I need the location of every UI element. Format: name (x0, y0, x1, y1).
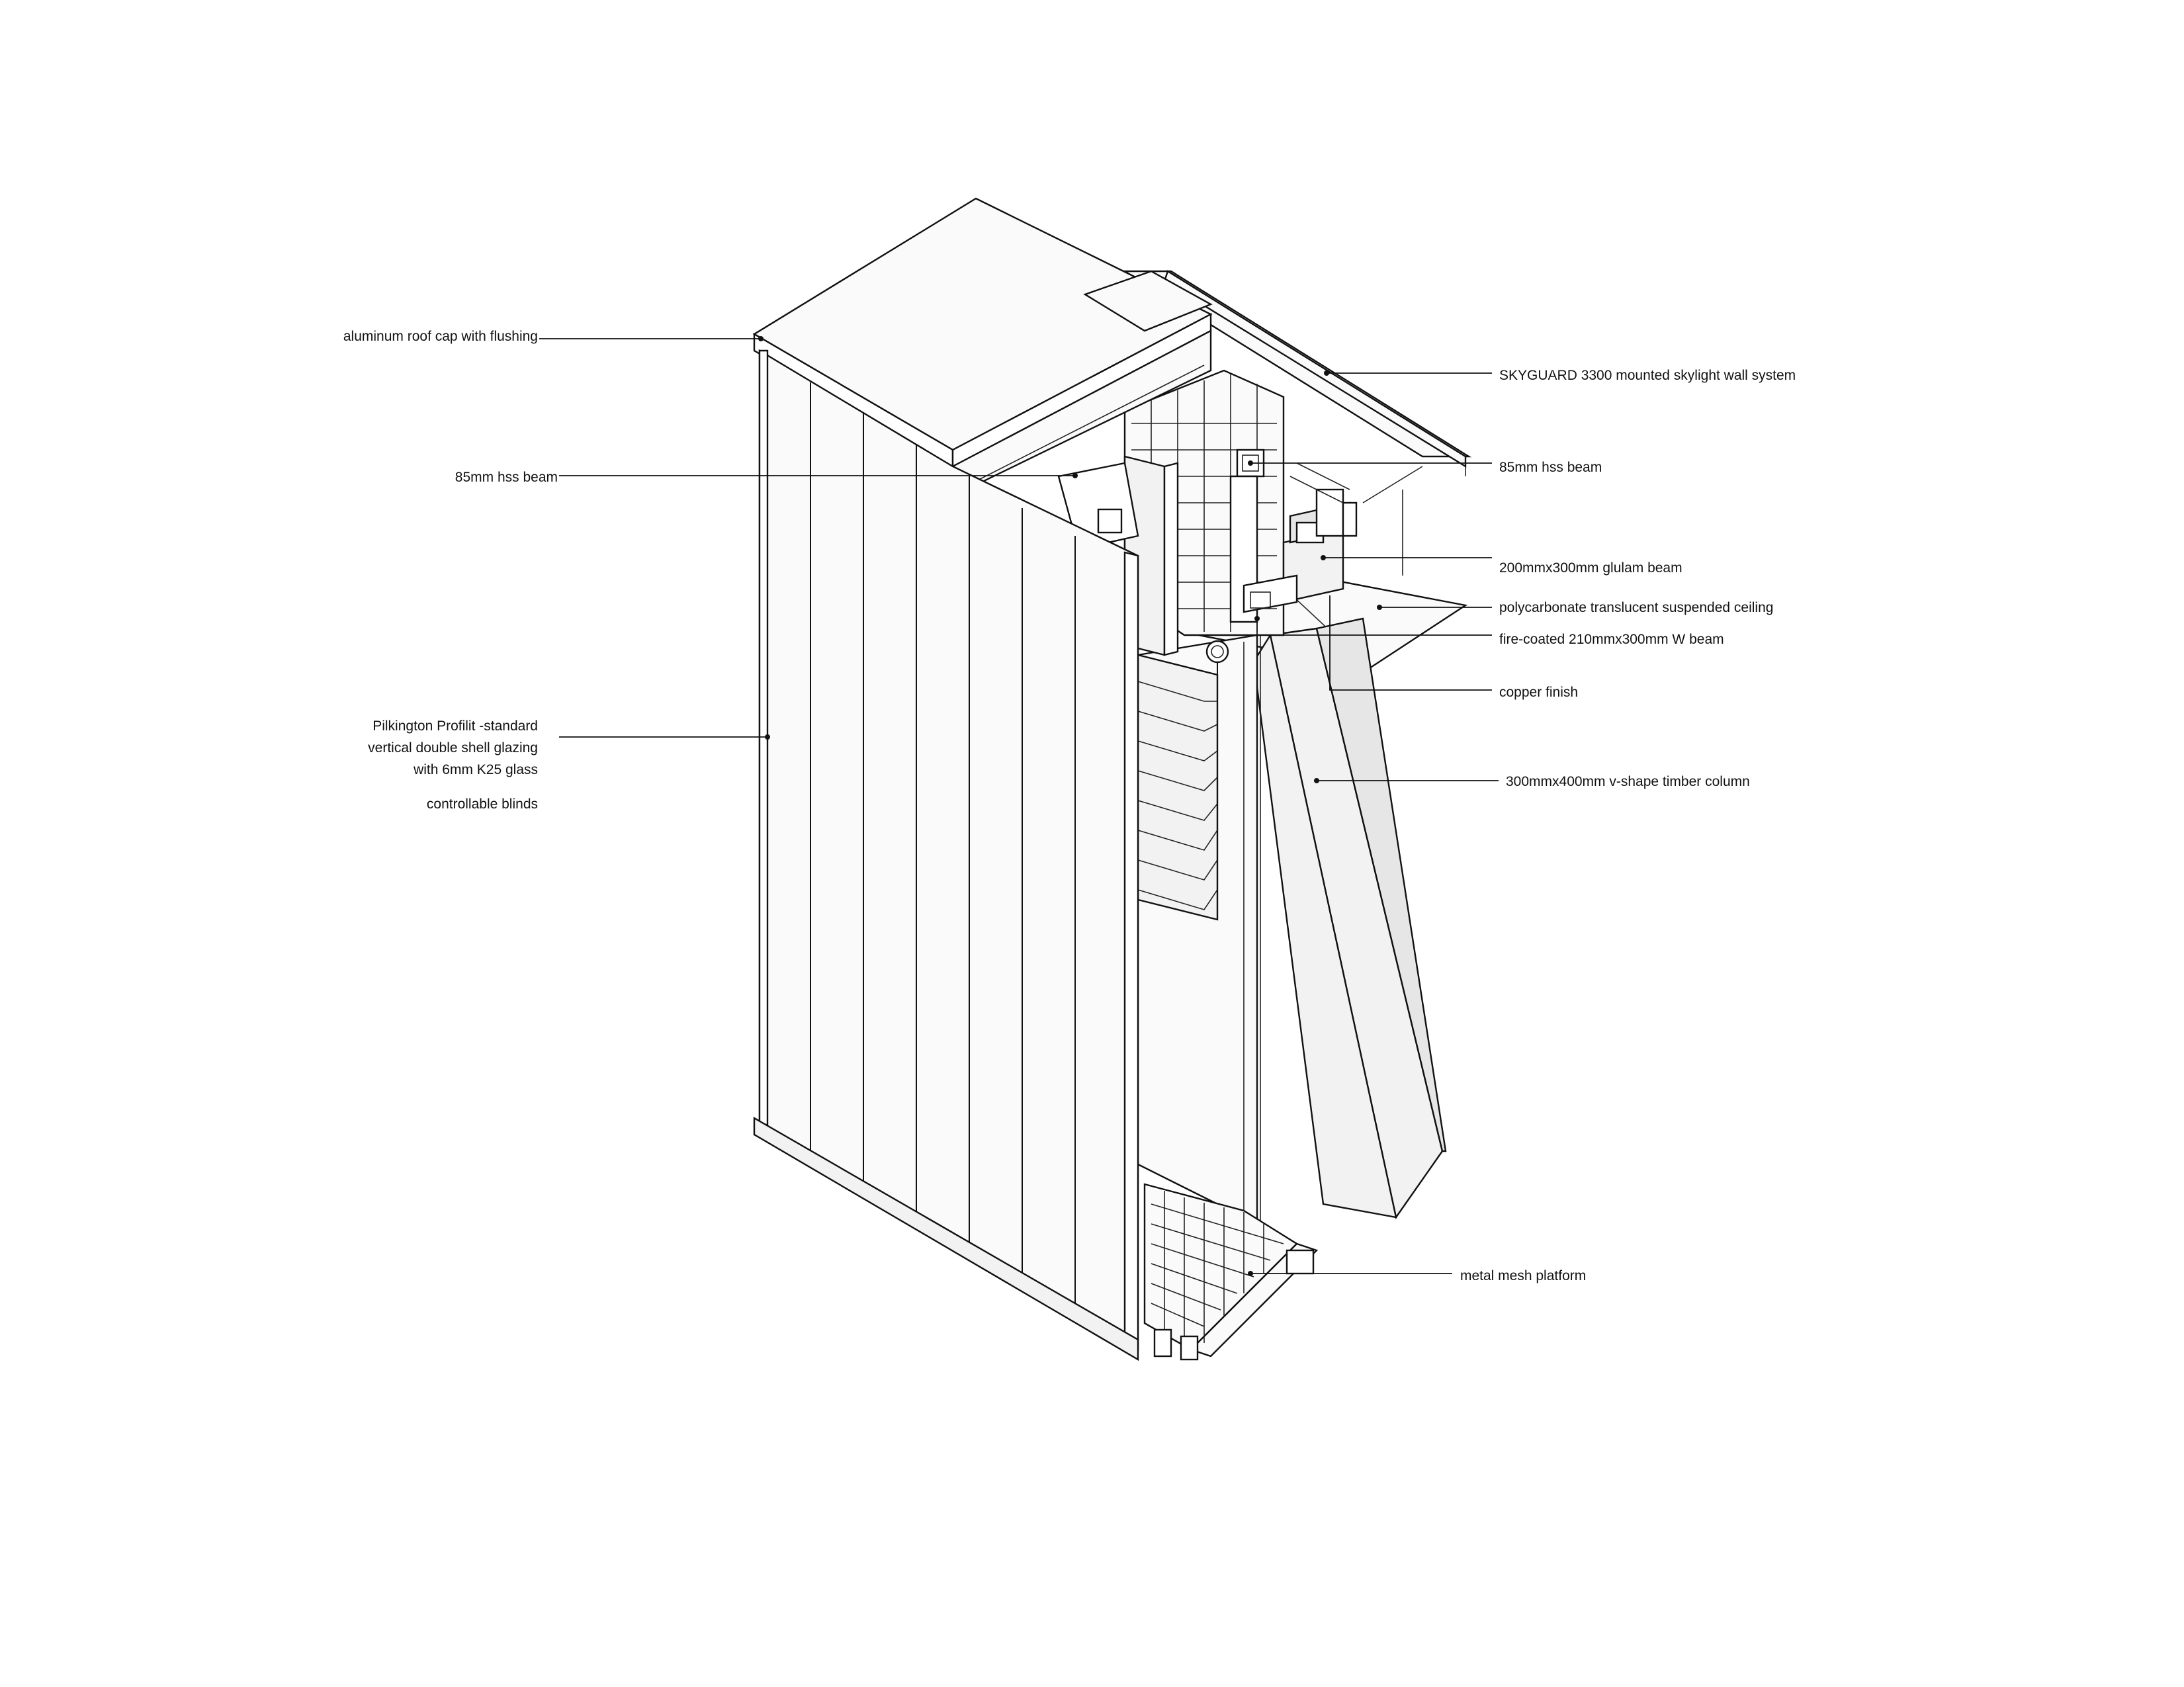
leader-lines (539, 336, 1499, 1276)
label-ceiling: polycarbonate translucent suspended ceil… (1499, 600, 1774, 615)
label-w-beam: fire-coated 210mmx300mm W beam (1499, 632, 1724, 647)
controllable-blinds (1137, 654, 1219, 921)
leader-copper (1329, 595, 1492, 691)
profilit-glazing-wall (753, 349, 1139, 1362)
label-roof-cap: aluminum roof cap with flushing (343, 329, 538, 344)
metal-mesh-platform (1143, 1183, 1319, 1361)
label-column: 300mmx400mm v-shape timber column (1506, 774, 1750, 789)
label-glazing-line1: Pilkington Profilit -standard (372, 718, 538, 734)
roof-structure (1057, 369, 1358, 664)
label-glazing: Pilkington Profilit -standard vertical d… (368, 715, 538, 781)
timber-column (1252, 617, 1447, 1219)
label-glazing-line2: vertical double shell glazing (368, 740, 538, 756)
label-hss-beam-right: 85mm hss beam (1499, 460, 1602, 475)
label-copper: copper finish (1499, 685, 1579, 700)
label-glazing-line3: with 6mm K25 glass (414, 762, 538, 777)
label-blinds: controllable blinds (426, 797, 538, 812)
label-platform: metal mesh platform (1460, 1268, 1587, 1283)
label-skyguard: SKYGUARD 3300 mounted skylight wall syst… (1499, 368, 1796, 383)
label-hss-beam-left: 85mm hss beam (455, 470, 558, 485)
label-glulam: 200mmx300mm glulam beam (1499, 560, 1682, 576)
leader-w-beam (1256, 619, 1492, 636)
